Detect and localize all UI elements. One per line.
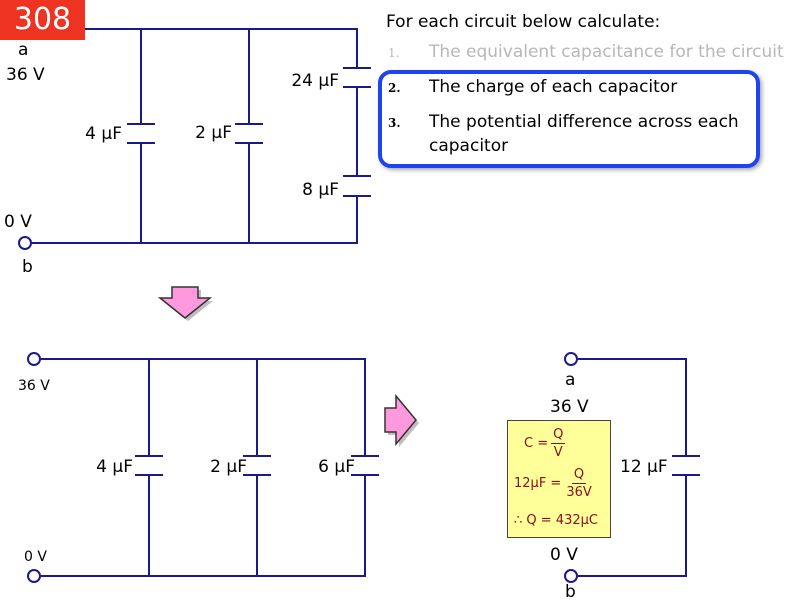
task-1-text: The equivalent capacitance for the circu… [429, 42, 784, 62]
circuit-3-bottom-wire [578, 475, 687, 577]
capacitor-12uf-label: 12 μF [620, 457, 668, 477]
capacitor-4uf-label-2: 4 μF [96, 457, 133, 477]
slide-number-badge: 308 [0, 0, 85, 40]
terminal-a-label: a [18, 40, 28, 60]
capacitor-2uf-plates-2 [243, 455, 271, 476]
task-1: 1. The equivalent capacitance for the ci… [386, 40, 796, 64]
circuit-2-bottom-voltage: 0 V [24, 549, 47, 565]
terminal-b-voltage: 0 V [4, 212, 32, 232]
circuit-2-top-wire [41, 358, 366, 456]
terminal-bottom-node-2 [27, 569, 41, 583]
circuit-2-bottom-wire [41, 475, 366, 577]
calc-result: ∴ Q = 432μC [514, 513, 598, 528]
task-3-number: 3. [388, 116, 401, 130]
calc-line-2-denominator: 36V [566, 485, 592, 500]
down-arrow-icon [157, 286, 213, 321]
highlight-box [378, 70, 760, 168]
task-2-text: The charge of each capacitor [429, 77, 678, 97]
instructions-panel: For each circuit below calculate: 1. The… [386, 10, 796, 169]
calc-line-2: 12μF = Q 36V [514, 467, 594, 500]
capacitor-2uf-plates [235, 123, 263, 144]
task-2-number: 2. [388, 81, 401, 95]
task-3-text: The potential difference across each cap… [429, 112, 739, 156]
capacitor-2uf-label: 2 μF [195, 123, 232, 143]
calc-line-1-lhs: C = [524, 436, 549, 451]
calc-line-1-fraction: Q V [551, 427, 566, 460]
calc-line-2-fraction: Q 36V [564, 467, 593, 500]
calculation-box: C = Q V 12μF = Q 36V ∴ Q = 432μC [507, 420, 611, 538]
circuit-1-bottom-wire [32, 196, 358, 244]
capacitor-24uf-plates [343, 67, 371, 88]
right-arrow-icon [384, 393, 419, 447]
circuit-3-terminal-b: b [565, 582, 576, 600]
task-1-number: 1. [388, 46, 400, 60]
capacitor-4uf-plates [127, 123, 155, 144]
circuit-3-terminal-a: a [565, 370, 575, 390]
terminal-b-node-3 [564, 569, 578, 583]
circuit-3 [564, 352, 700, 583]
terminal-a-node-3 [564, 352, 578, 366]
capacitor-2uf-label-2: 2 μF [210, 457, 247, 477]
circuit-2 [27, 352, 379, 583]
calc-line-1-denominator: V [553, 445, 563, 460]
capacitor-8uf-plates [343, 175, 371, 197]
instructions-intro: For each circuit below calculate: [386, 12, 661, 32]
circuit-1 [18, 28, 371, 250]
terminal-b-node [18, 236, 32, 250]
task-3: 3. The potential difference across each … [386, 110, 796, 158]
circuit-1-top-wire [25, 28, 358, 68]
capacitor-24uf-label: 24 μF [291, 71, 339, 91]
calc-line-2-numerator: Q [571, 467, 587, 484]
capacitor-4uf-label: 4 μF [85, 124, 122, 144]
calc-line-1: C = Q V [524, 427, 566, 460]
circuit-3-top-voltage: 36 V [550, 397, 589, 417]
capacitor-4uf-plates-2 [135, 455, 163, 476]
terminal-top-node-2 [27, 352, 41, 366]
calc-line-2-lhs: 12μF = [514, 476, 562, 491]
circuit-3-bottom-voltage: 0 V [550, 545, 578, 565]
calc-line-1-numerator: Q [551, 427, 566, 444]
capacitor-6uf-label: 6 μF [318, 457, 355, 477]
capacitor-8uf-label: 8 μF [302, 180, 339, 200]
terminal-a-voltage: 36 V [6, 65, 45, 85]
task-2: 2. The charge of each capacitor [386, 75, 796, 99]
capacitor-12uf-plates [672, 455, 700, 476]
circuit-2-top-voltage: 36 V [18, 378, 50, 394]
terminal-b-label: b [22, 257, 33, 277]
capacitor-6uf-plates [351, 455, 379, 476]
circuit-3-top-wire [578, 358, 687, 456]
